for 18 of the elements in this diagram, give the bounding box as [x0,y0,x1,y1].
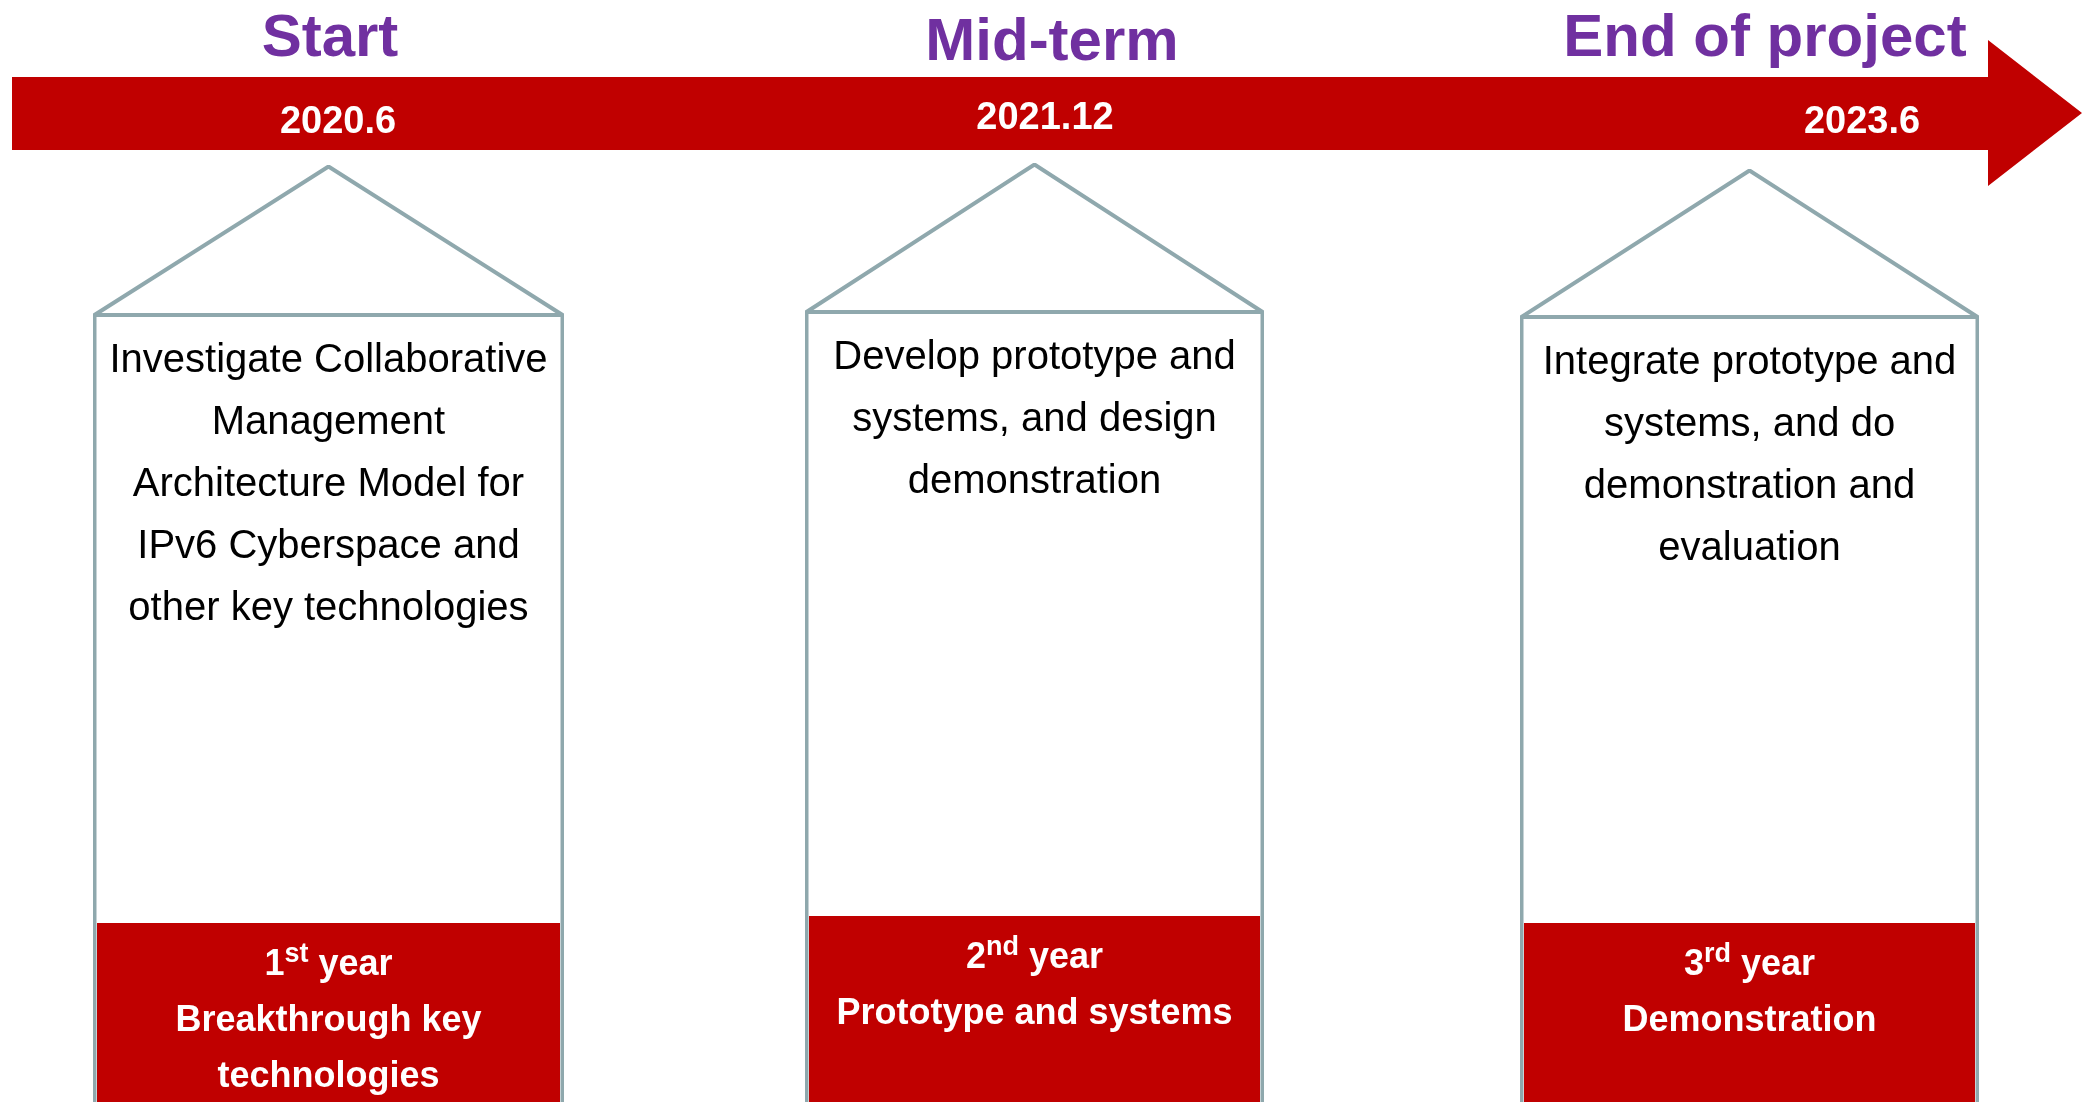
milestone-title: Start [261,1,399,71]
year-heading: 3$^{rd}$ year [1682,936,1817,985]
year-heading: 1$^{st}$ year [263,936,394,985]
task-description: Investigate Collaborative Management Architecture Model for IPv6 Cyberspace and other key technologies [108,335,549,630]
phase-title: Demonstration [1621,997,1878,1041]
task-description: Integrate prototype and systems, and do demonstration and evaluation [1541,337,1958,570]
milestone-title: End of project [1563,1,1967,71]
year-banner [809,916,1260,1102]
year-banner [1524,923,1975,1102]
year-banner [97,923,560,1102]
phase-title: Breakthrough key technologies [174,997,483,1097]
milestone-date: 2021.12 [976,94,1114,139]
milestone-date: 2020.6 [279,98,397,143]
milestone-title: Mid-term [925,5,1179,75]
milestone-date: 2023.6 [1803,98,1921,143]
phase-title: Prototype and systems [835,990,1234,1034]
year-heading: 2$^{nd}$ year [964,929,1105,978]
task-description: Develop prototype and systems, and design demonstration [832,332,1237,503]
